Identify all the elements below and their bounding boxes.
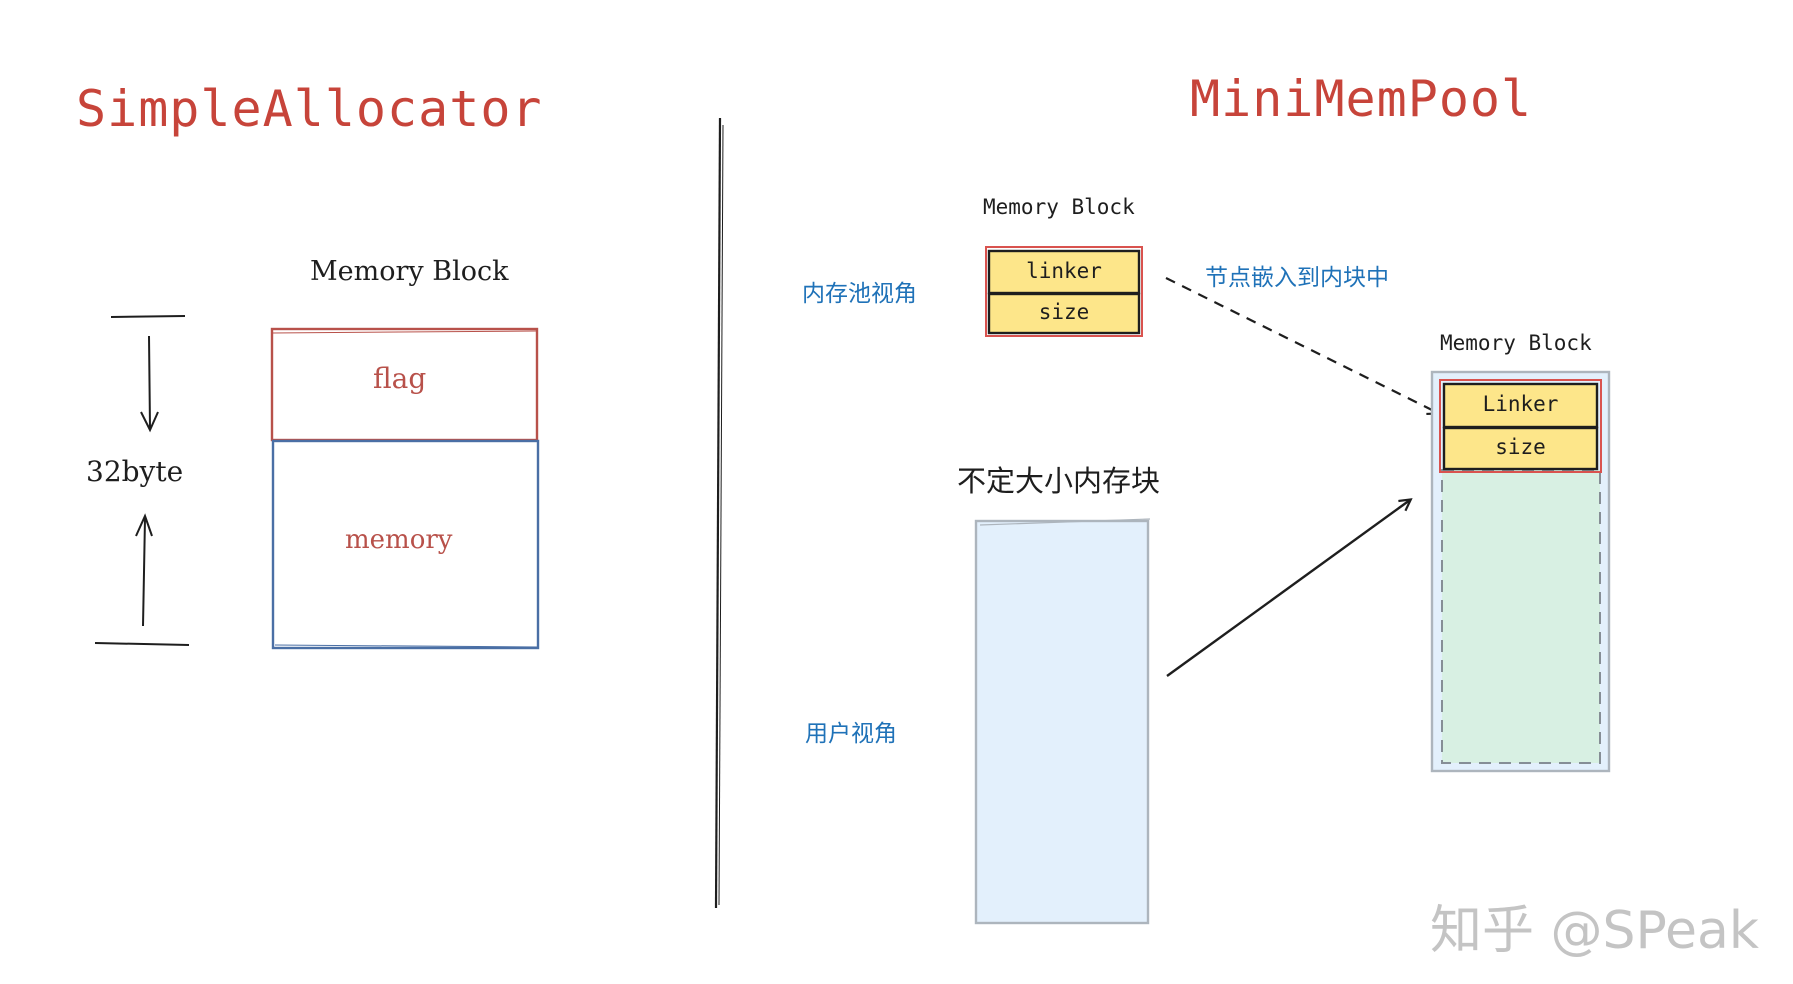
right-memory-block-label: Memory Block [1440,331,1592,355]
right-block-green-area [1441,469,1601,764]
embed-label: 节点嵌入到内块中 [1205,265,1389,291]
variable-block [974,519,1150,925]
mini-mem-pool-title: MiniMemPool [1190,70,1533,128]
embed-dashed-arrow [1165,277,1438,413]
user-view-label: 用户视角 [805,721,897,747]
top-block-outline [985,246,1143,337]
bracket-up-arrow [135,513,153,627]
top-size-cell [987,292,1141,335]
pool-view-label: 内存池视角 [802,281,917,307]
vertical-divider [714,117,722,909]
simple-allocator-title: SimpleAllocator [76,80,543,138]
watermark: 知乎 @SPeak [1430,901,1760,961]
memory-box-sketch-line [274,644,539,648]
right-linker-text: Linker [1482,392,1559,416]
bracket-top-line [110,315,186,318]
variable-block-label: 不定大小内存块 [957,464,1161,498]
right-linker-cell [1442,382,1599,429]
memory-label: memory [345,525,453,555]
top-linker-text: linker [1026,259,1102,283]
flag-box-sketch-line [271,330,537,334]
right-size-text: size [1495,435,1546,459]
variable-block-sketch [979,518,1151,526]
memory-box [271,439,540,650]
right-block-header-outline [1439,379,1602,473]
bracket-bottom-line [94,642,190,646]
user-solid-arrow [1166,500,1410,677]
top-size-text: size [1038,300,1090,324]
vertical-divider-sketch [718,124,724,906]
left-memory-block-label: Memory Block [310,256,509,287]
flag-label: flag [373,362,427,395]
right-size-cell [1442,426,1599,471]
top-memory-block-label: Memory Block [983,195,1135,219]
size-32byte-label: 32byte [86,455,184,488]
bracket-down-arrow [140,335,159,433]
